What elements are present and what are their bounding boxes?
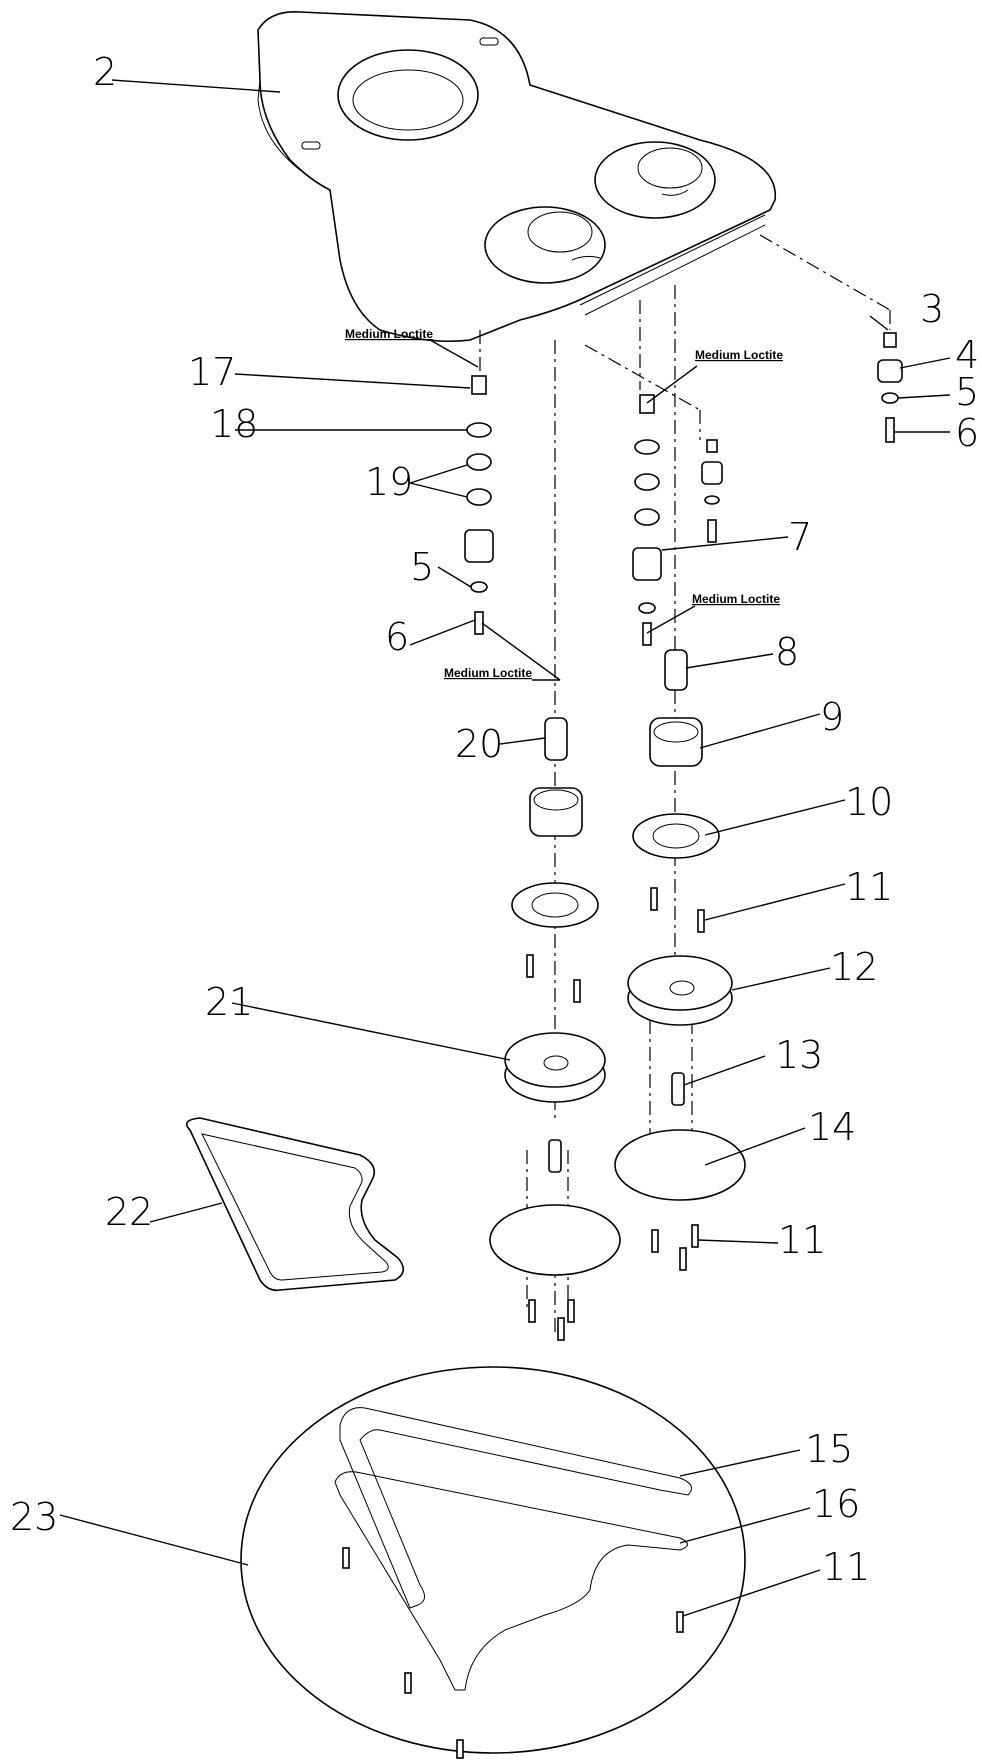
callout-18: 18: [210, 402, 258, 446]
drive-left-assembly: [489, 717, 621, 1341]
note-medium-loctite-3: Medium Loctite: [692, 592, 780, 606]
note-medium-loctite-2: Medium Loctite: [695, 348, 783, 362]
callout-11-lower: 11: [822, 1545, 870, 1589]
callout-numbers: 2 3 4 5 6 7 8 9 10 11 12 13 14 11 15 16 …: [10, 50, 979, 1589]
note-medium-loctite-4: Medium Loctite: [444, 666, 532, 680]
callout-11-middle: 11: [778, 1218, 826, 1262]
callout-15: 15: [805, 1427, 853, 1471]
callout-7: 7: [788, 515, 812, 559]
callout-3: 3: [920, 287, 944, 331]
callout-21: 21: [205, 980, 253, 1024]
callout-16: 16: [812, 1482, 860, 1526]
note-medium-loctite-1: Medium Loctite: [345, 327, 433, 341]
callout-11-upper: 11: [845, 865, 893, 909]
callout-5-left: 5: [410, 545, 434, 589]
callout-4: 4: [955, 333, 979, 377]
callout-14: 14: [808, 1105, 856, 1149]
middle-stack-parts: [632, 394, 723, 646]
callout-6-left: 6: [385, 615, 409, 659]
loctite-notes: Medium Loctite Medium Loctite Medium Loc…: [345, 327, 783, 680]
callout-22: 22: [105, 1190, 153, 1234]
callout-5-right: 5: [955, 370, 979, 414]
base-plate-part-23: [240, 1366, 746, 1759]
top-plate-part-2: [257, 11, 777, 343]
drive-right-assembly: [614, 649, 746, 1271]
belt-part-22: [185, 1117, 405, 1292]
leader-lines: [59, 79, 951, 1617]
callout-9: 9: [820, 695, 844, 739]
callout-2: 2: [93, 50, 117, 94]
callout-13: 13: [775, 1033, 823, 1077]
callout-23: 23: [10, 1495, 58, 1539]
right-stack-parts: [877, 332, 903, 443]
callout-17: 17: [188, 350, 236, 394]
left-stack-parts: [464, 375, 494, 635]
callout-12: 12: [830, 945, 878, 989]
callout-10: 10: [845, 780, 893, 824]
callout-8: 8: [775, 630, 799, 674]
callout-6-right: 6: [955, 411, 979, 455]
callout-20: 20: [455, 722, 503, 766]
callout-19: 19: [365, 460, 413, 504]
